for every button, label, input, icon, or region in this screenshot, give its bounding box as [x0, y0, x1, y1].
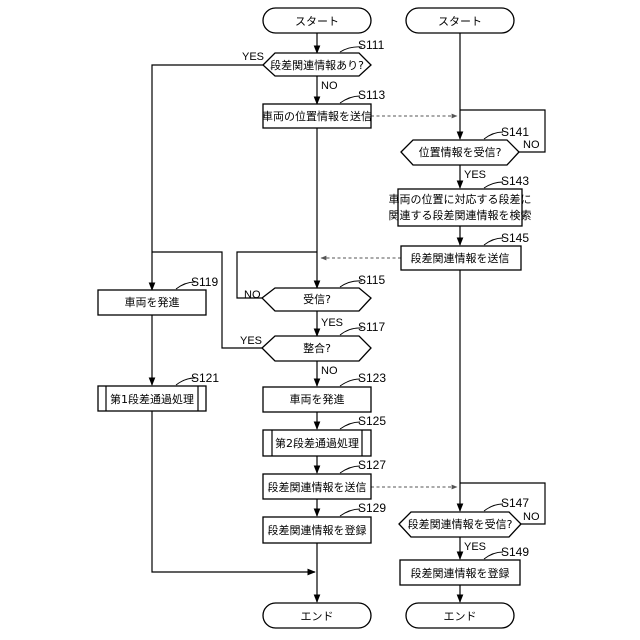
step-label-s129: S129 [358, 501, 386, 515]
subprocess-s121: 第1段差通過処理 [98, 386, 206, 411]
svg-text:車両を発進: 車両を発進 [125, 295, 180, 309]
s141-no-label: NO [523, 139, 540, 151]
decision-s141: 位置情報を受信? [401, 140, 519, 165]
s111-no-label: NO [321, 80, 338, 92]
step-label-s125: S125 [358, 414, 386, 428]
step-label-s147: S147 [501, 496, 529, 510]
subprocess-s125: 第2段差通過処理 [263, 430, 371, 456]
step-label-s111: S111 [358, 38, 385, 52]
s115-yes-label: YES [321, 317, 343, 329]
process-s149: 段差関連情報を登録 [400, 560, 520, 585]
process-s119: 車両を発進 [98, 290, 206, 315]
right-end: エンド [406, 603, 514, 628]
svg-text:関連する段差関連情報を検索: 関連する段差関連情報を検索 [389, 208, 532, 222]
step-label-s119: S119 [191, 275, 218, 289]
step-label-s141: S141 [501, 125, 529, 139]
s147-no-label: NO [523, 511, 540, 523]
leader-s123 [340, 379, 360, 386]
process-s145: 段差関連情報を送信 [401, 246, 521, 270]
svg-text:段差関連情報を送信: 段差関連情報を送信 [411, 251, 510, 265]
s147-yes-label: YES [464, 541, 486, 553]
process-s113: 車両の位置情報を送信 [262, 104, 372, 128]
process-s123: 車両を発進 [263, 387, 371, 412]
svg-text:スタート: スタート [438, 15, 482, 28]
s111-yes-label: YES [242, 51, 264, 63]
step-label-s121: S121 [191, 371, 219, 385]
svg-text:スタート: スタート [295, 15, 339, 28]
svg-text:整合?: 整合? [303, 341, 331, 355]
s117-no-label: NO [321, 365, 338, 377]
svg-text:段差関連情報を登録: 段差関連情報を登録 [268, 523, 367, 537]
decision-s117: 整合? [262, 336, 371, 361]
svg-text:位置情報を受信?: 位置情報を受信? [419, 145, 502, 159]
step-label-s149: S149 [501, 545, 529, 559]
leader-s125 [340, 422, 360, 429]
step-label-s145: S145 [501, 231, 529, 245]
decision-s147: 段差関連情報を受信? [399, 512, 521, 537]
s141-yes-label: YES [464, 169, 486, 181]
svg-text:車両を発進: 車両を発進 [290, 392, 345, 406]
leader-s127 [340, 466, 360, 473]
process-s129: 段差関連情報を登録 [263, 517, 371, 543]
s117-yes-label: YES [240, 335, 262, 347]
step-label-s127: S127 [358, 458, 386, 472]
process-s127: 段差関連情報を送信 [263, 474, 371, 499]
svg-text:第2段差通過処理: 第2段差通過処理 [275, 436, 359, 450]
decision-s115: 受信? [262, 288, 371, 311]
left-end: エンド [263, 603, 371, 628]
svg-text:車両の位置情報を送信: 車両の位置情報を送信 [262, 109, 372, 123]
svg-text:段差関連情報を受信?: 段差関連情報を受信? [408, 517, 513, 531]
step-label-s113: S113 [358, 88, 385, 102]
svg-text:エンド: エンド [301, 610, 334, 623]
right-start: スタート [406, 8, 514, 33]
s115-no-label: NO [244, 289, 261, 301]
step-label-s123: S123 [358, 371, 386, 385]
leader-s129 [340, 509, 360, 516]
svg-text:段差関連情報あり?: 段差関連情報あり? [270, 58, 364, 72]
svg-text:第1段差通過処理: 第1段差通過処理 [110, 392, 194, 406]
step-label-s143: S143 [501, 174, 529, 188]
decision-s111: 段差関連情報あり? [263, 53, 371, 76]
svg-text:車両の位置に対応する段差に: 車両の位置に対応する段差に [389, 192, 532, 206]
svg-text:段差関連情報を登録: 段差関連情報を登録 [411, 566, 510, 580]
process-s143: 車両の位置に対応する段差に 関連する段差関連情報を検索 [389, 189, 532, 226]
leader-s113 [340, 96, 360, 103]
step-label-s117: S117 [358, 320, 385, 334]
svg-text:エンド: エンド [444, 610, 477, 623]
svg-text:受信?: 受信? [303, 293, 331, 306]
left-start: スタート [263, 8, 371, 33]
step-label-s115: S115 [358, 273, 385, 287]
svg-text:段差関連情報を送信: 段差関連情報を送信 [268, 480, 367, 494]
